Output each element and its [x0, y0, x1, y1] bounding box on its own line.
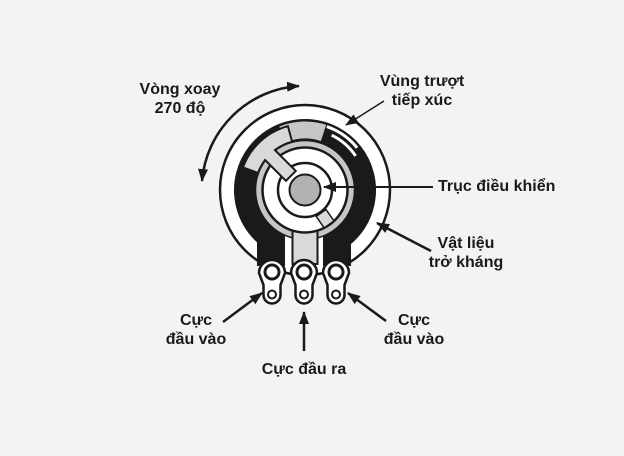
potentiometer-body	[218, 103, 392, 305]
terminal-lug-right	[321, 258, 351, 305]
label-input-left-line1: Cực	[179, 312, 213, 329]
lug-hole-small	[331, 289, 341, 300]
terminal-lug-middle	[289, 258, 319, 305]
label-input-right-line1: Cực	[397, 312, 431, 329]
input-right-arrow-icon	[347, 291, 387, 323]
label-wiper-contact-line2: tiếp xúc	[391, 92, 453, 109]
label-rotation-line1: Vòng xoay	[139, 81, 221, 98]
lug-hole-small	[299, 289, 309, 300]
sliding-contact-arc-outer	[326, 125, 359, 149]
rotation-arc-arrow-icon	[198, 81, 300, 182]
label-input-right-line2: đầu vào	[383, 331, 445, 348]
label-input-terminal-right: Cực đầu vào	[354, 311, 474, 349]
lug-hole-small	[267, 289, 277, 300]
label-resistive-material: Vật liệu trở kháng	[396, 234, 536, 272]
wiper-contact-arrow-icon	[345, 100, 385, 126]
sliding-contact-arc-inner	[331, 133, 357, 157]
label-input-left-line2: đầu vào	[165, 331, 227, 348]
label-output-terminal: Cực đầu ra	[261, 361, 347, 378]
wiper-arm	[241, 124, 298, 183]
input-left-arrow-icon	[222, 291, 263, 324]
wiper-notch	[315, 208, 336, 229]
lug-hole-large	[263, 263, 281, 281]
terminal-lug-left	[257, 258, 287, 305]
label-shaft: Trục điều khiển	[438, 178, 556, 195]
label-rotation: Vòng xoay 270 độ	[118, 80, 242, 118]
label-resistive-line1: Vật liệu	[437, 235, 495, 252]
lug-hole-large	[327, 263, 345, 281]
label-wiper-contact-line1: Vùng trượt	[379, 73, 465, 90]
label-wiper-contact: Vùng trượt tiếp xúc	[352, 72, 492, 110]
resistive-material-arrow-icon	[376, 221, 432, 253]
control-shaft	[288, 173, 322, 207]
lug-hole-large	[295, 263, 313, 281]
label-rotation-line2: 270 độ	[154, 100, 206, 117]
label-resistive-line2: trở kháng	[428, 254, 504, 271]
label-input-terminal-left: Cực đầu vào	[136, 311, 256, 349]
